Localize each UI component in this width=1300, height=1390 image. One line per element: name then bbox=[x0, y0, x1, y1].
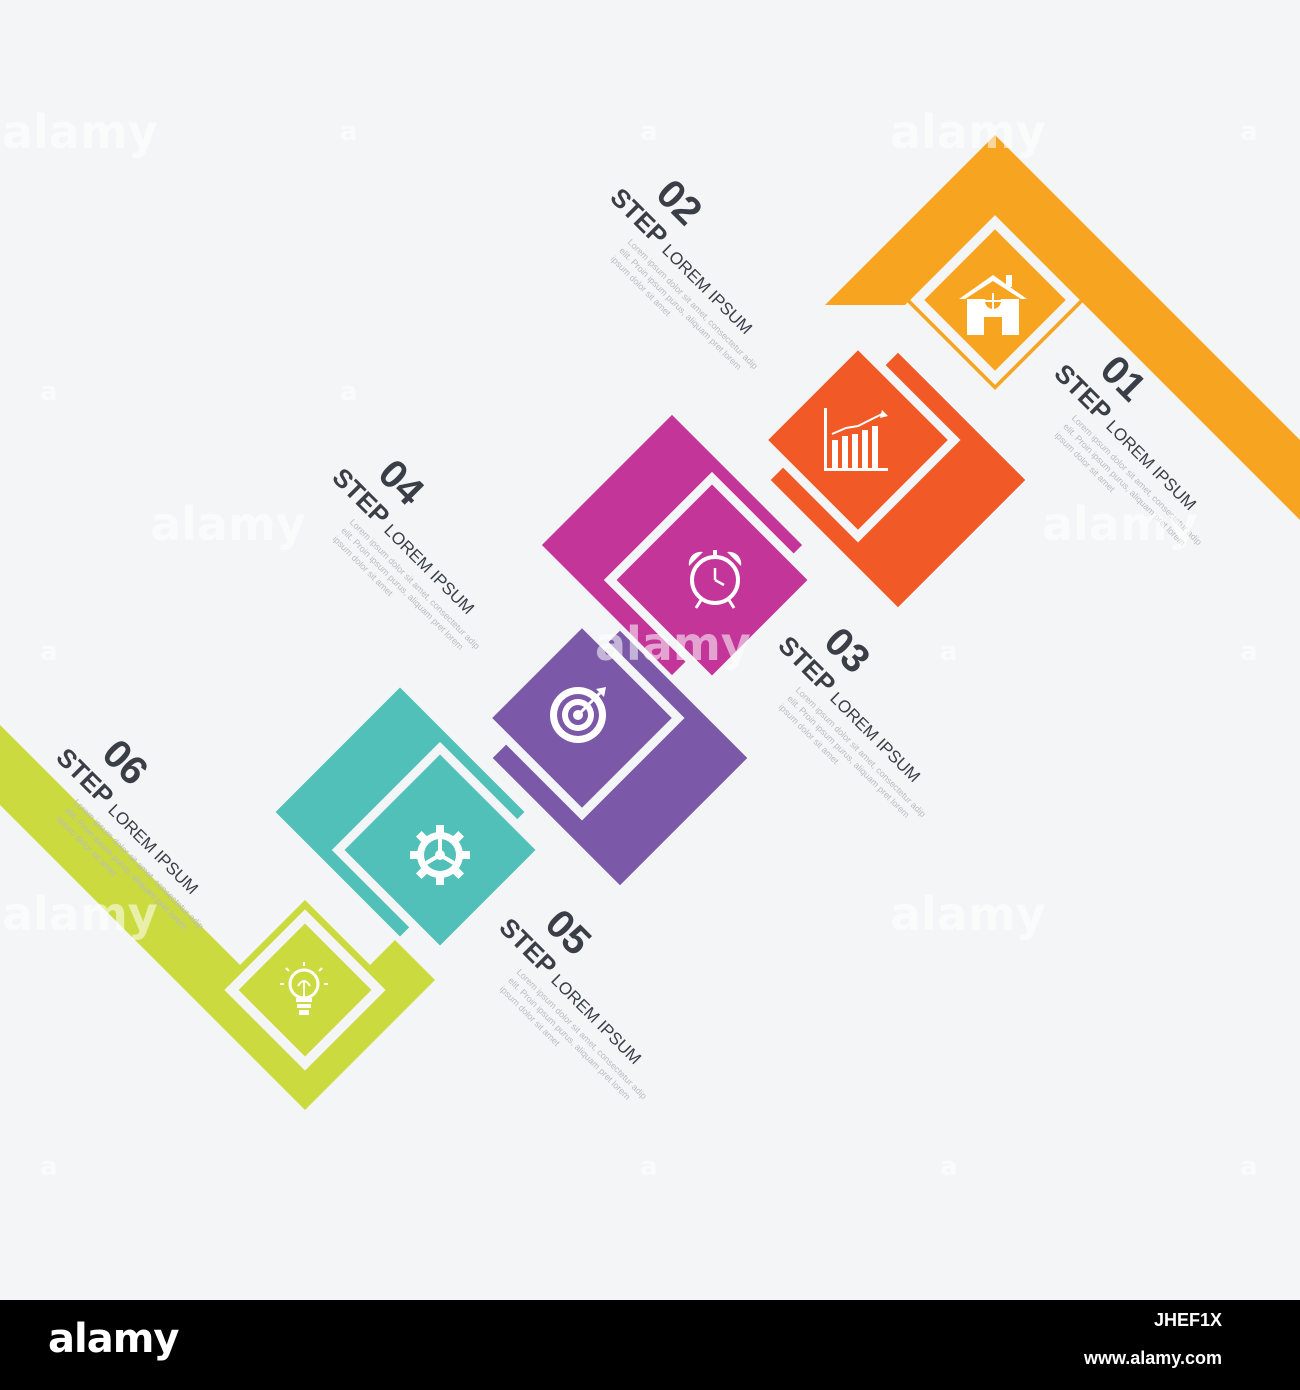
gear-icon bbox=[410, 825, 470, 885]
watermark-text: alamy bbox=[890, 105, 1046, 159]
watermark-a: a bbox=[1240, 637, 1258, 667]
watermark-text: alamy bbox=[595, 617, 751, 671]
watermark-a: a bbox=[1240, 1152, 1258, 1182]
infographic-stage: 01 STEP LOREM IPSUM Lorem ipsum dolor si… bbox=[0, 105, 1300, 1182]
lightbulb-icon bbox=[280, 962, 328, 1015]
step-5-label: 05 STEP LOREM IPSUM Lorem ipsum dolor si… bbox=[494, 901, 649, 1102]
watermark-a: a bbox=[40, 377, 58, 407]
watermark-text: alamy bbox=[1042, 497, 1198, 551]
site-url: www.alamy.com bbox=[1083, 1348, 1222, 1368]
watermark-a: a bbox=[940, 637, 958, 667]
watermark-layer: alamy alamy alamy alamy alamy alamy alam… bbox=[2, 105, 1258, 1182]
footer-logo: alamy bbox=[48, 1316, 179, 1362]
watermark-a: a bbox=[40, 637, 58, 667]
watermark-a: a bbox=[40, 1152, 58, 1182]
step-2-tile bbox=[755, 337, 1026, 608]
step-2-label: 02 STEP LOREM IPSUM Lorem ipsum dolor si… bbox=[605, 171, 760, 372]
target-icon bbox=[550, 687, 606, 743]
step-1-inner-frame bbox=[910, 215, 1080, 385]
watermark-text: alamy bbox=[890, 887, 1046, 941]
watermark-a: a bbox=[340, 117, 358, 147]
watermark-a: a bbox=[1240, 117, 1258, 147]
step-1-tail-band bbox=[825, 135, 1300, 520]
house-icon bbox=[959, 275, 1027, 335]
stock-footer-bar: alamy JHEF1X www.alamy.com bbox=[0, 1300, 1300, 1390]
watermark-a: a bbox=[940, 1152, 958, 1182]
step-diagram: 01 STEP LOREM IPSUM Lorem ipsum dolor si… bbox=[0, 105, 1300, 1182]
alarm-clock-icon bbox=[688, 550, 742, 609]
watermark-text: alamy bbox=[2, 887, 158, 941]
step-3-body-1: Lorem ipsum dolor sit amet, consectetur … bbox=[794, 685, 928, 819]
watermark-a: a bbox=[640, 1152, 658, 1182]
step-4-label: 04 STEP LOREM IPSUM Lorem ipsum dolor si… bbox=[327, 451, 482, 652]
step-6-inner-frame bbox=[224, 909, 386, 1071]
watermark-a: a bbox=[340, 377, 358, 407]
step-4-body-1: Lorem ipsum dolor sit amet, consectetur … bbox=[348, 517, 482, 651]
image-code: JHEF1X bbox=[1153, 1310, 1222, 1330]
step-3-label: 03 STEP LOREM IPSUM Lorem ipsum dolor si… bbox=[773, 619, 928, 820]
step-5-body-1: Lorem ipsum dolor sit amet, consectetur … bbox=[515, 967, 649, 1101]
bar-chart-icon bbox=[824, 408, 888, 471]
watermark-text: alamy bbox=[2, 105, 158, 159]
step-2-body-1: Lorem ipsum dolor sit amet, consectetur … bbox=[626, 237, 760, 371]
watermark-text: alamy bbox=[150, 497, 306, 551]
watermark-a: a bbox=[640, 117, 658, 147]
